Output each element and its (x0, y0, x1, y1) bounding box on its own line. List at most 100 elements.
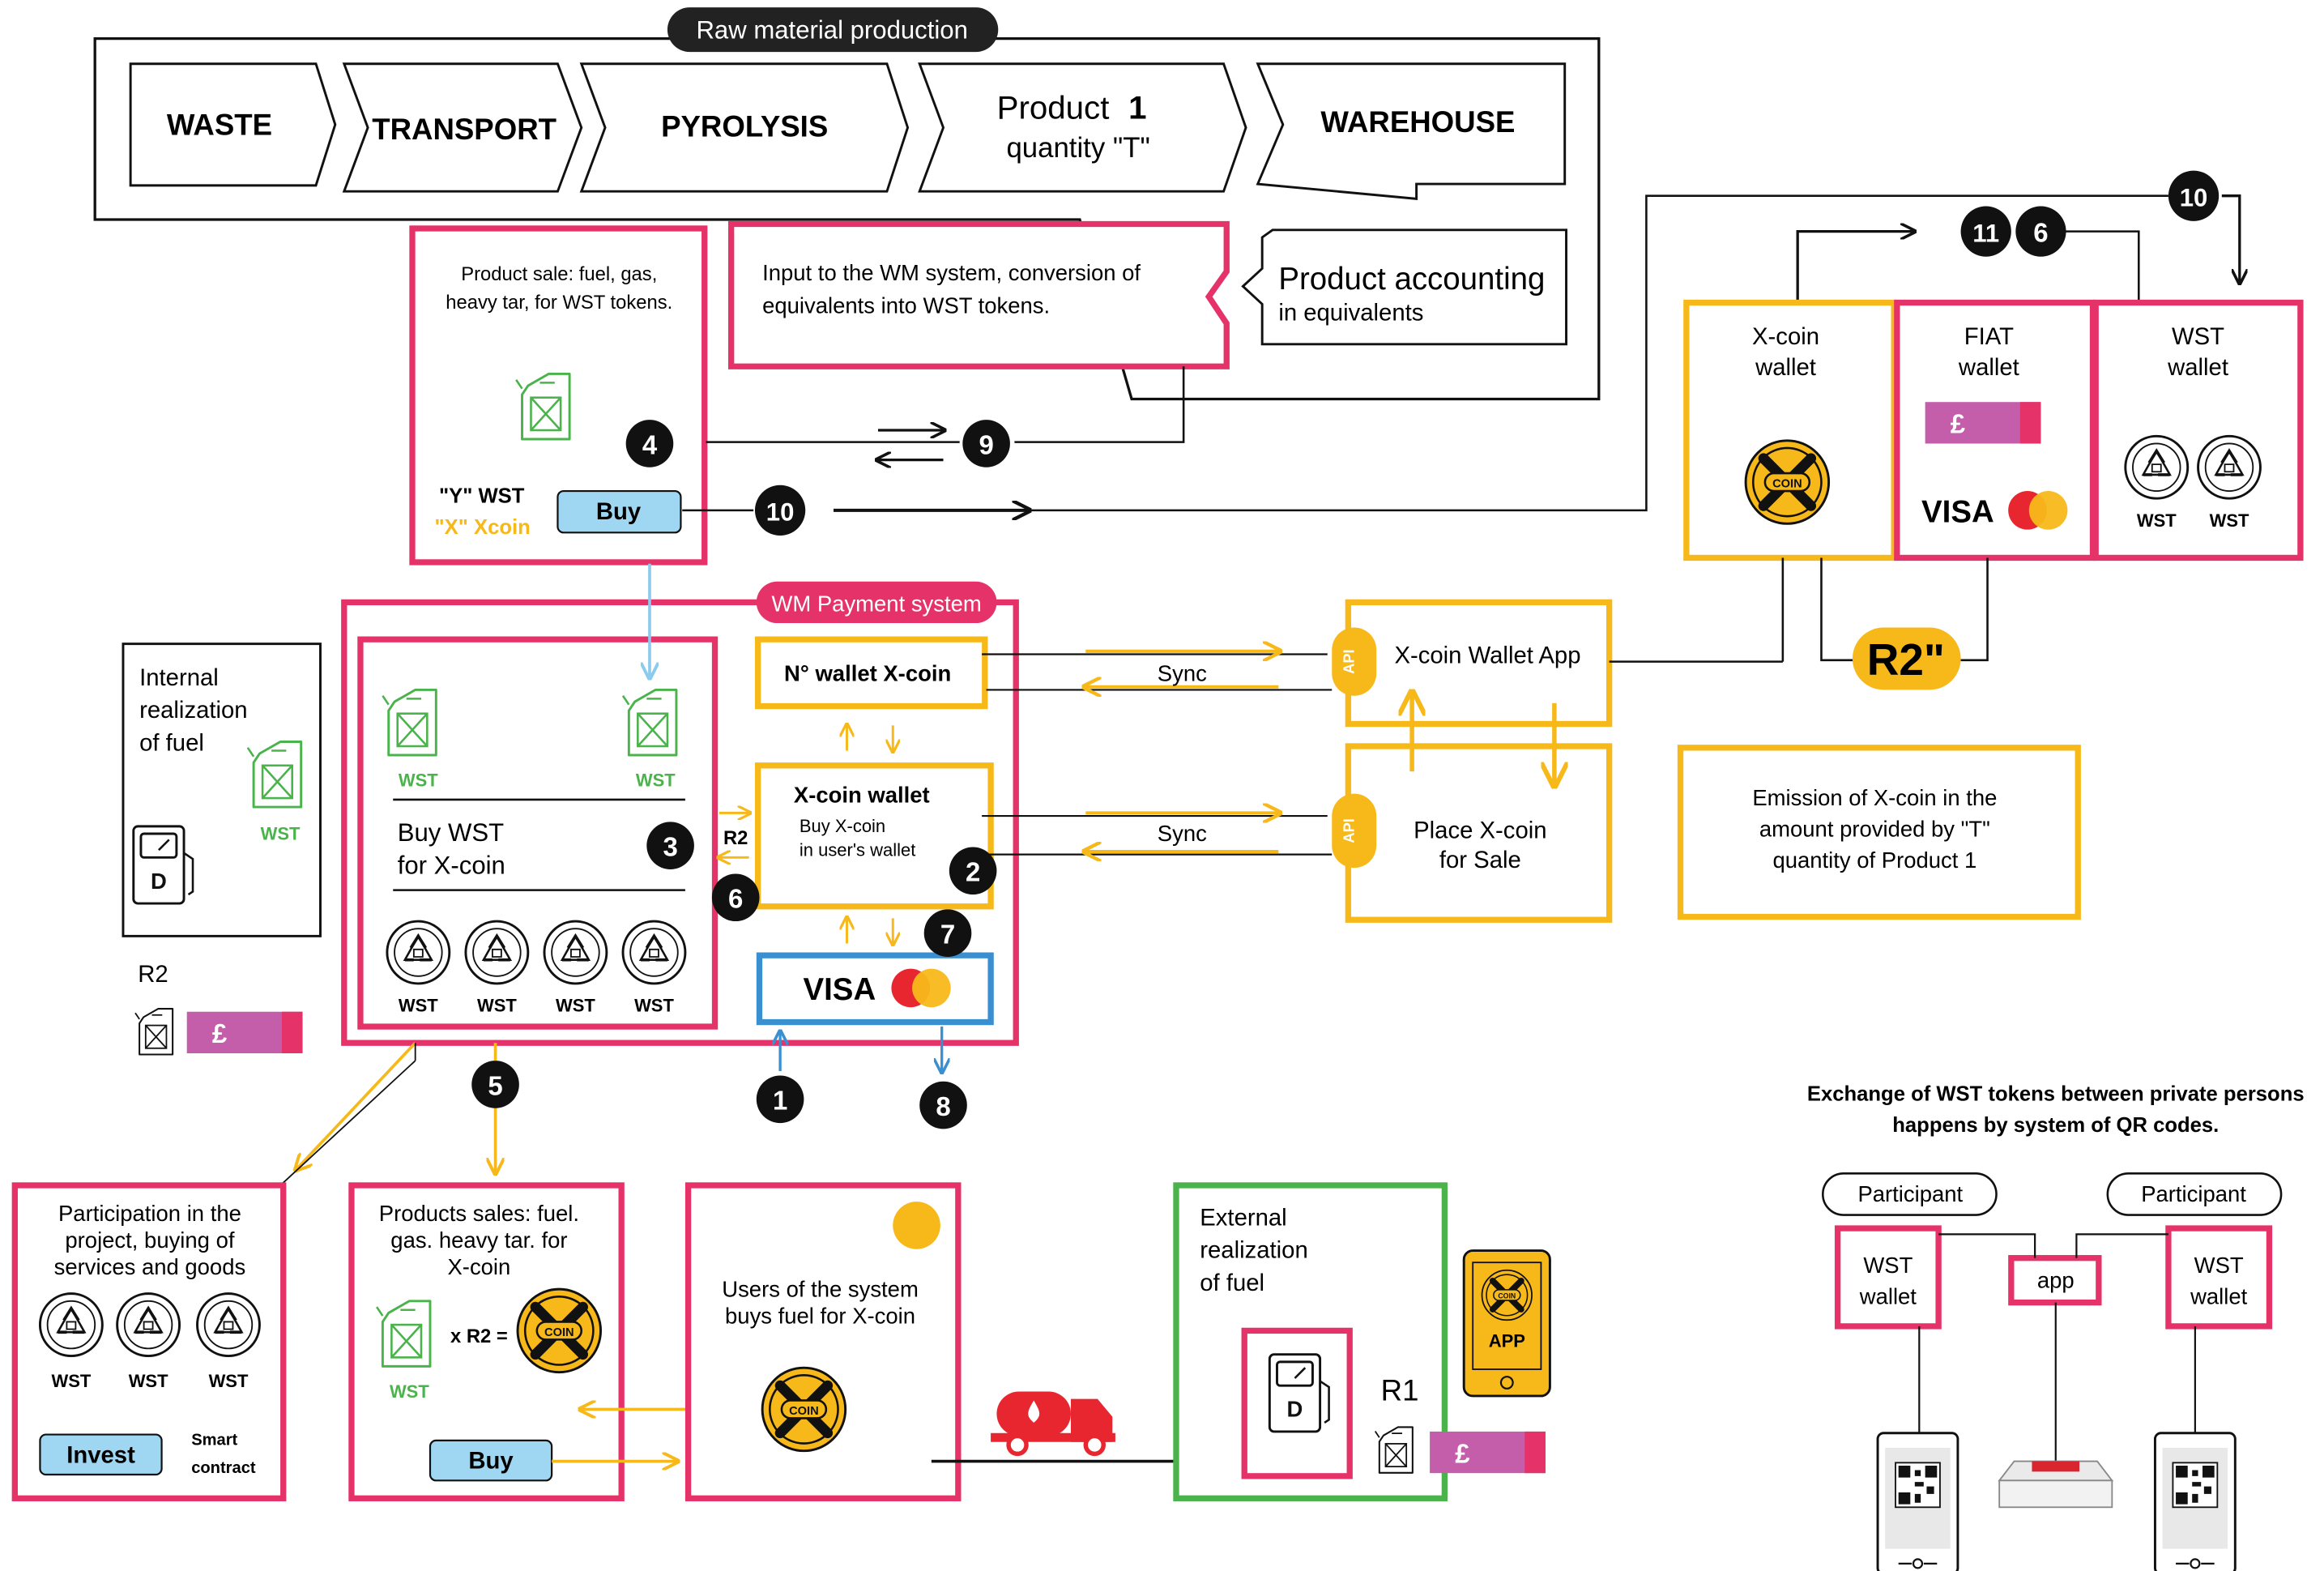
step-5: 5 (471, 1061, 519, 1108)
raw-material-title-pill (667, 7, 999, 53)
step-number: 10 (2180, 184, 2208, 212)
pound-card-icon (1925, 402, 2041, 444)
internal-line2: realization (139, 697, 247, 724)
step-number: 6 (2033, 217, 2048, 247)
app-box (2008, 1255, 2102, 1306)
fiat-wallet-line2: wallet (1958, 354, 2019, 381)
step-6: 6 (711, 873, 760, 922)
stage-pyrolysis (579, 62, 910, 193)
step-number: 11 (1972, 219, 1999, 247)
exchange-line2: happens by system of QR codes. (1892, 1114, 2219, 1137)
step-8: 8 (919, 1081, 967, 1129)
recycle-coin-icon (543, 920, 608, 985)
xcoin-wallet-line2: wallet (1755, 354, 1816, 381)
stage-warehouse (1256, 62, 1567, 200)
emission-box (1677, 745, 2081, 920)
wst-wallet-line2: wallet (2167, 354, 2228, 381)
step-number: 4 (642, 429, 658, 459)
wst-label: WST (2210, 510, 2249, 531)
external-line3: of fuel (1200, 1270, 1264, 1296)
product-sale-text2: heavy tar, for WST tokens. (446, 292, 672, 314)
visa-label: VISA (803, 972, 876, 1007)
participation-line2: project, buying of (65, 1227, 234, 1253)
buy-button-top-label: Buy (596, 498, 642, 525)
stage-transport-label: TRANSPORT (372, 113, 556, 146)
invest-button[interactable] (39, 1433, 163, 1476)
line-xcoin-r2 (1820, 557, 1854, 662)
sync-label: Sync (1158, 660, 1207, 685)
wst-label: WST (51, 1371, 91, 1391)
wst-wallet-right-line1: WST (2194, 1253, 2244, 1278)
recycle-coin-icon (115, 1291, 181, 1358)
invest-button-label: Invest (66, 1441, 135, 1468)
emission-line1: Emission of X-coin in the (1752, 785, 1997, 810)
recycle-coin-icon (386, 920, 451, 985)
external-line1: External (1200, 1204, 1286, 1231)
wst-label: WST (556, 996, 595, 1016)
r2-double-label: R2" (1867, 634, 1945, 685)
qr-code-icon (2153, 1432, 2237, 1571)
users-line2: buys fuel for X-coin (725, 1303, 915, 1328)
wst-label: WST (129, 1371, 168, 1391)
y-wst-label: "Y" WST (439, 485, 525, 508)
product-quantity: quantity "T" (1006, 133, 1149, 164)
api-pill (1332, 793, 1377, 869)
line-6-to-wst (2064, 230, 2140, 301)
step-number: 2 (966, 857, 980, 887)
app-label: APP (1489, 1331, 1525, 1351)
line-to-participation (258, 1060, 416, 1206)
recycle-coin-icon (464, 920, 530, 985)
step-10-left: 10 (754, 485, 806, 536)
api-label: API (1341, 649, 1358, 674)
wst-wallet-right-box (2165, 1225, 2273, 1330)
stage-transport (342, 62, 583, 193)
recycle-coin-icon (2123, 434, 2190, 501)
place-xcoin-line1: Place X-coin (1414, 818, 1546, 844)
api-pill (1332, 627, 1377, 696)
step-9: 9 (962, 420, 1010, 467)
wallet-number-label: N° wallet X-coin (784, 660, 951, 685)
emission-line3: quantity of Product 1 (1772, 847, 1976, 873)
line-left-to-app (1938, 1233, 2036, 1258)
step-number: 6 (728, 884, 743, 914)
buy-button-bottom-label: Buy (468, 1448, 514, 1475)
jerrycan-icon (134, 1008, 174, 1056)
product-accounting-title: Product accounting (1278, 262, 1545, 297)
line-10-route (1027, 194, 2168, 512)
visa-mastercard-icon (891, 968, 951, 1008)
xcoin-wallet-system-title: X-coin wallet (794, 783, 930, 808)
recycle-coin-icon (38, 1291, 104, 1358)
stage-pyrolysis-label: PYROLYSIS (661, 109, 828, 143)
step-6-top: 6 (2015, 206, 2066, 257)
arrow-10-down (2221, 194, 2240, 282)
wst-wallet-left-box (1834, 1225, 1942, 1330)
api-label: API (1341, 818, 1358, 843)
buy-wst-line1: Buy WST (398, 818, 504, 847)
fuel-truck-icon (991, 1391, 1115, 1457)
wst-green-label: WST (399, 770, 438, 790)
app-box-label: app (2037, 1267, 2075, 1292)
wst-label: WST (399, 996, 438, 1016)
step-3: 3 (646, 822, 694, 869)
line-fiat-r2 (1960, 557, 1989, 662)
fiat-visa-label: VISA (1921, 495, 1994, 530)
buy-button-top[interactable] (556, 489, 682, 534)
wst-label: WST (634, 996, 674, 1016)
step-11: 11 (1960, 206, 2011, 257)
input-line2: equivalents into WST tokens. (762, 292, 1050, 318)
wm-payment-title-pill (756, 581, 997, 624)
step-number: 1 (773, 1086, 787, 1116)
step-10-right: 10 (2168, 170, 2220, 221)
participation-line1: Participation in the (58, 1201, 241, 1226)
r1-label: R1 (1381, 1373, 1419, 1407)
r2-label: R2 (723, 827, 748, 849)
fiat-wallet-line1: FIAT (1964, 323, 2014, 350)
wst-green-label: WST (390, 1381, 429, 1402)
wst-label: WST (2137, 510, 2177, 531)
step-1: 1 (756, 1075, 804, 1124)
buy-wst-line2: for X-coin (398, 851, 505, 879)
input-wm-system-box (728, 220, 1230, 369)
xcoin-wallet-system-box (754, 762, 994, 910)
buy-xcoin-line1: Buy X-coin (800, 816, 885, 836)
